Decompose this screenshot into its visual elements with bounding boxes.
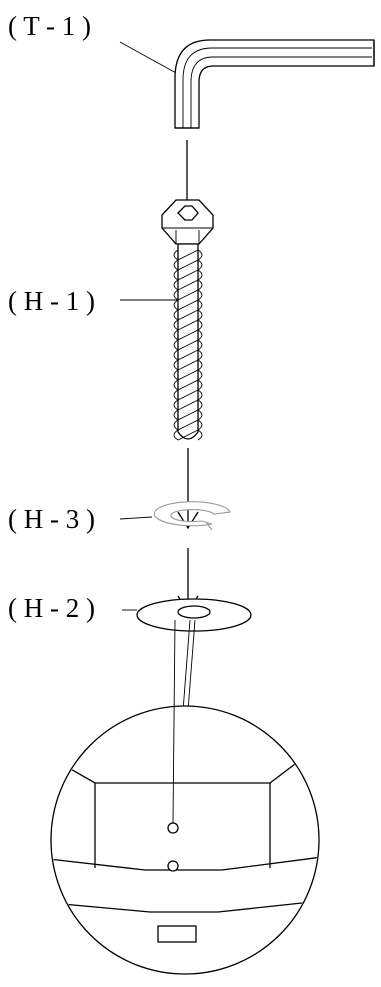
label-h1: ( H - 1 ) (8, 286, 95, 316)
thread-loop (173, 279, 203, 291)
thread-loop (173, 369, 203, 381)
flat-washer-icon (136, 598, 252, 632)
leader-h3 (119, 516, 153, 520)
thread-loop (173, 299, 203, 311)
arrow-down-icon (177, 448, 199, 530)
label-h2: ( H - 2 ) (8, 593, 95, 623)
thread-loop (173, 319, 203, 331)
thread-loop (173, 389, 203, 401)
spring-washer-icon (153, 501, 231, 531)
thread-loop (173, 269, 203, 281)
mounting-hole (167, 822, 179, 834)
mounting-hole (167, 860, 179, 872)
thread-loop (173, 429, 203, 441)
thread-loop (173, 309, 203, 321)
thread-loop (173, 379, 203, 391)
leader-lines (119, 41, 179, 611)
thread-loop (173, 359, 203, 371)
label-h3: ( H - 3 ) (8, 504, 95, 534)
thread-loop (173, 409, 203, 421)
thread-loop (173, 349, 203, 361)
bolt-threads (173, 249, 203, 441)
thread-loop (173, 259, 203, 271)
thread-loop (173, 339, 203, 351)
label-t1: ( T - 1 ) (8, 11, 91, 41)
thread-loop (173, 399, 203, 411)
hex-bolt-icon (161, 199, 214, 441)
detail-view (50, 619, 320, 975)
thread-loop (173, 329, 203, 341)
thread-loop (173, 419, 203, 431)
hex-key-icon (174, 39, 375, 129)
thread-loop (173, 289, 203, 301)
thread-loop (173, 249, 203, 261)
leader-t1 (119, 41, 179, 75)
